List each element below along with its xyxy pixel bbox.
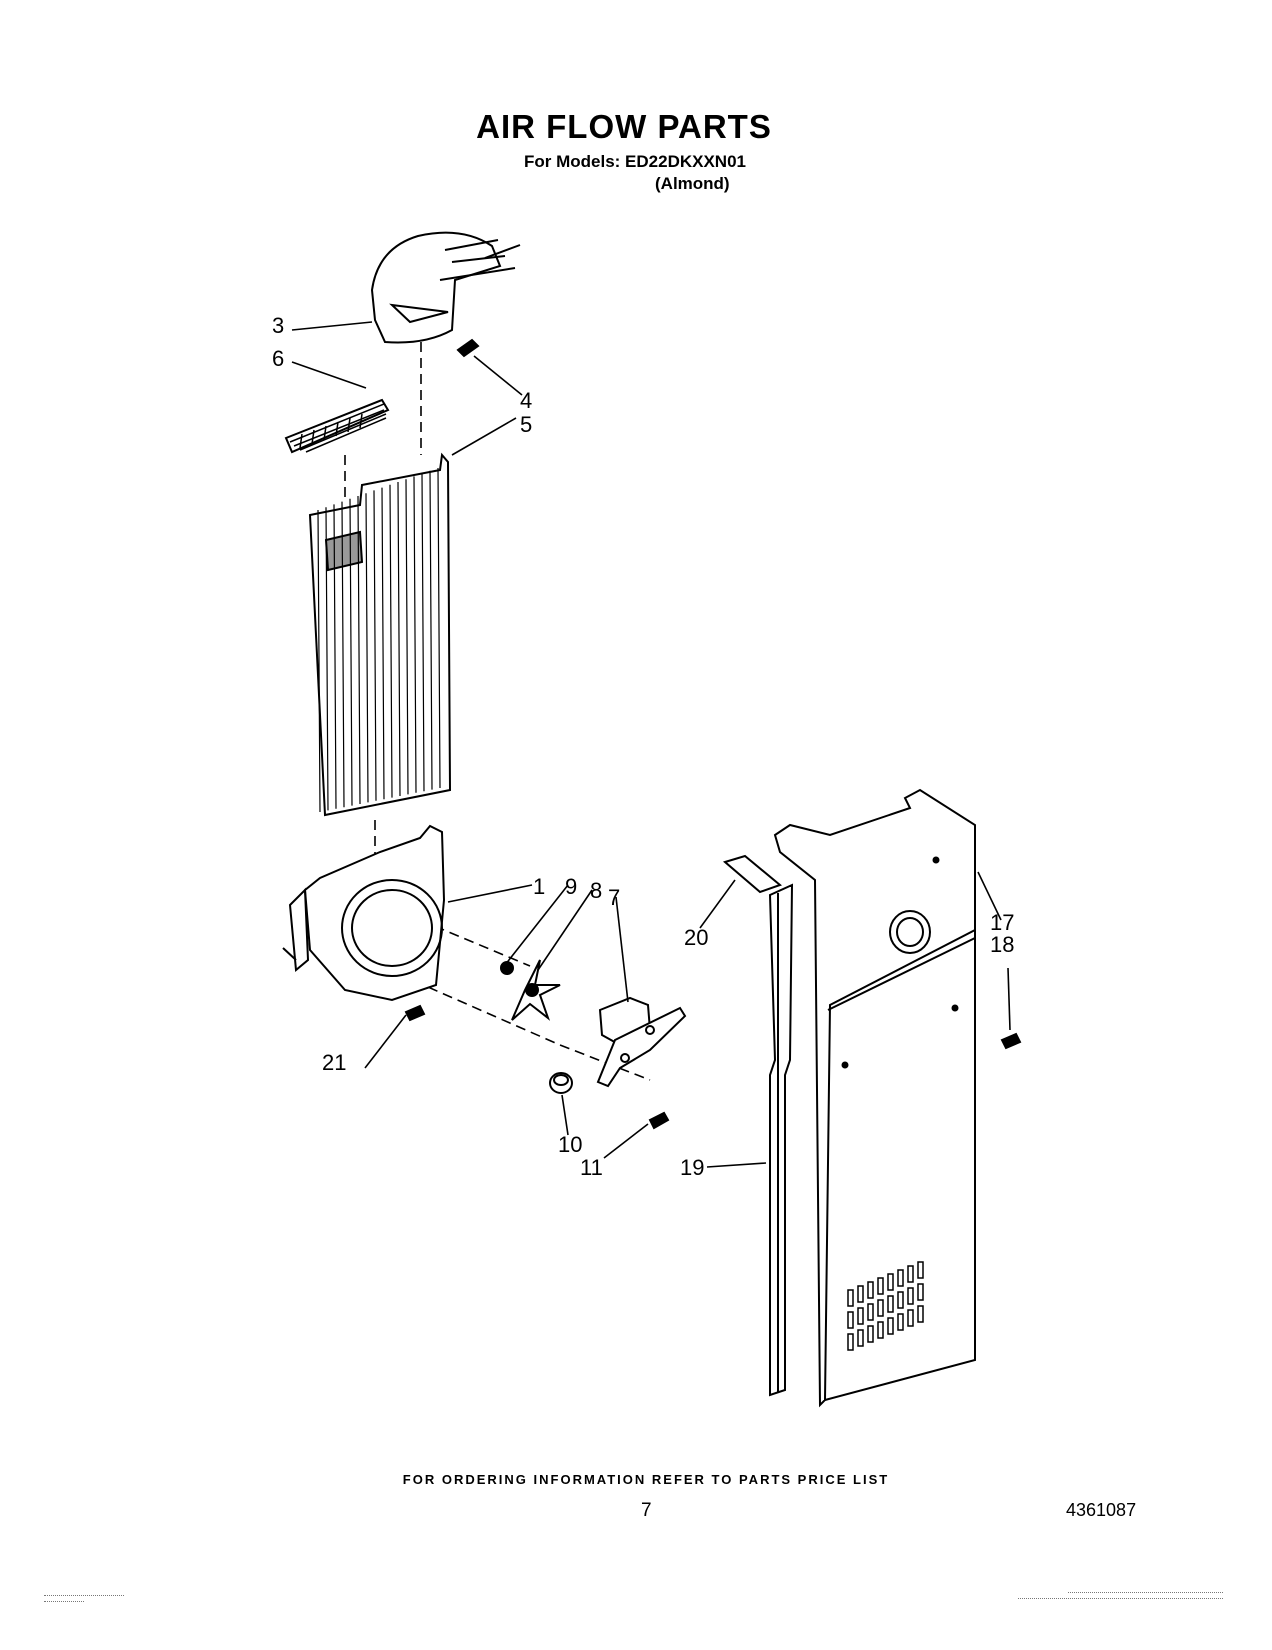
part-3-duct-cover bbox=[370, 231, 521, 344]
part-19-channel bbox=[768, 883, 794, 1397]
part-8-fan-blade bbox=[511, 959, 561, 1021]
vent-slot bbox=[917, 1261, 924, 1279]
callout-20: 20 bbox=[684, 925, 708, 950]
part-20-foam-strip bbox=[722, 854, 783, 894]
callout-7: 7 bbox=[608, 885, 620, 910]
part-7-fan-motor bbox=[596, 996, 687, 1088]
vent-slot bbox=[897, 1269, 904, 1287]
callout-4: 4 bbox=[520, 388, 532, 413]
callout-3: 3 bbox=[272, 313, 284, 338]
vent-slot bbox=[917, 1305, 924, 1323]
vent-slot bbox=[867, 1281, 874, 1299]
callout-9: 9 bbox=[565, 874, 577, 899]
callout-6: 6 bbox=[272, 346, 284, 371]
page-number: 7 bbox=[641, 1500, 652, 1521]
ordering-note: FOR ORDERING INFORMATION REFER TO PARTS … bbox=[402, 1472, 890, 1487]
callout-11: 11 bbox=[580, 1155, 603, 1180]
part-4-screw bbox=[456, 338, 480, 358]
vent-slot bbox=[877, 1277, 884, 1295]
document-number: 4361087 bbox=[1066, 1500, 1137, 1520]
vent-slot bbox=[847, 1289, 854, 1307]
vent-slot bbox=[917, 1283, 924, 1301]
callout-19: 19 bbox=[680, 1155, 704, 1180]
vent-slot bbox=[867, 1325, 874, 1343]
part-1-fan-shroud bbox=[282, 824, 446, 1002]
vent-slot bbox=[897, 1313, 904, 1331]
part-10-grommet bbox=[549, 1072, 573, 1094]
part-11-screw bbox=[648, 1111, 670, 1130]
part-9-nut bbox=[500, 961, 514, 975]
vent-slot bbox=[877, 1321, 884, 1339]
callout-5: 5 bbox=[520, 412, 532, 437]
model-color: (Almond) bbox=[655, 174, 730, 193]
vent-slot bbox=[887, 1295, 894, 1313]
callout-1: 1 bbox=[533, 874, 545, 899]
vent-slot bbox=[887, 1317, 894, 1335]
vent-slot bbox=[867, 1303, 874, 1321]
vent-slot bbox=[897, 1291, 904, 1309]
fineprint-right bbox=[1018, 1590, 1223, 1601]
vent-slot bbox=[887, 1273, 894, 1291]
model-number: For Models: ED22DKXXN01 bbox=[524, 152, 746, 171]
vent-slot bbox=[907, 1309, 914, 1327]
callout-18: 18 bbox=[990, 932, 1014, 957]
callout-10: 10 bbox=[558, 1132, 582, 1157]
part-5-evaporator-cover bbox=[308, 452, 452, 817]
callout-17: 17 bbox=[990, 910, 1014, 935]
fineprint-left bbox=[44, 1593, 124, 1604]
part-6-louver bbox=[284, 398, 390, 454]
part-21-screw bbox=[404, 1004, 426, 1022]
vent-slot bbox=[907, 1287, 914, 1305]
vent-slot bbox=[857, 1285, 864, 1303]
vent-slot bbox=[847, 1311, 854, 1329]
page-title: AIR FLOW PARTS bbox=[476, 108, 772, 145]
callout-leaders bbox=[291, 321, 1011, 1168]
callout-21: 21 bbox=[322, 1050, 346, 1075]
part-17-rear-panel bbox=[773, 788, 976, 1408]
vent-slot bbox=[877, 1299, 884, 1317]
vent-slot bbox=[857, 1307, 864, 1325]
vent-slot bbox=[857, 1329, 864, 1347]
callout-8: 8 bbox=[590, 878, 602, 903]
vent-slot bbox=[907, 1265, 914, 1283]
part-18-screw bbox=[1000, 1032, 1022, 1050]
vent-slot bbox=[847, 1333, 854, 1351]
